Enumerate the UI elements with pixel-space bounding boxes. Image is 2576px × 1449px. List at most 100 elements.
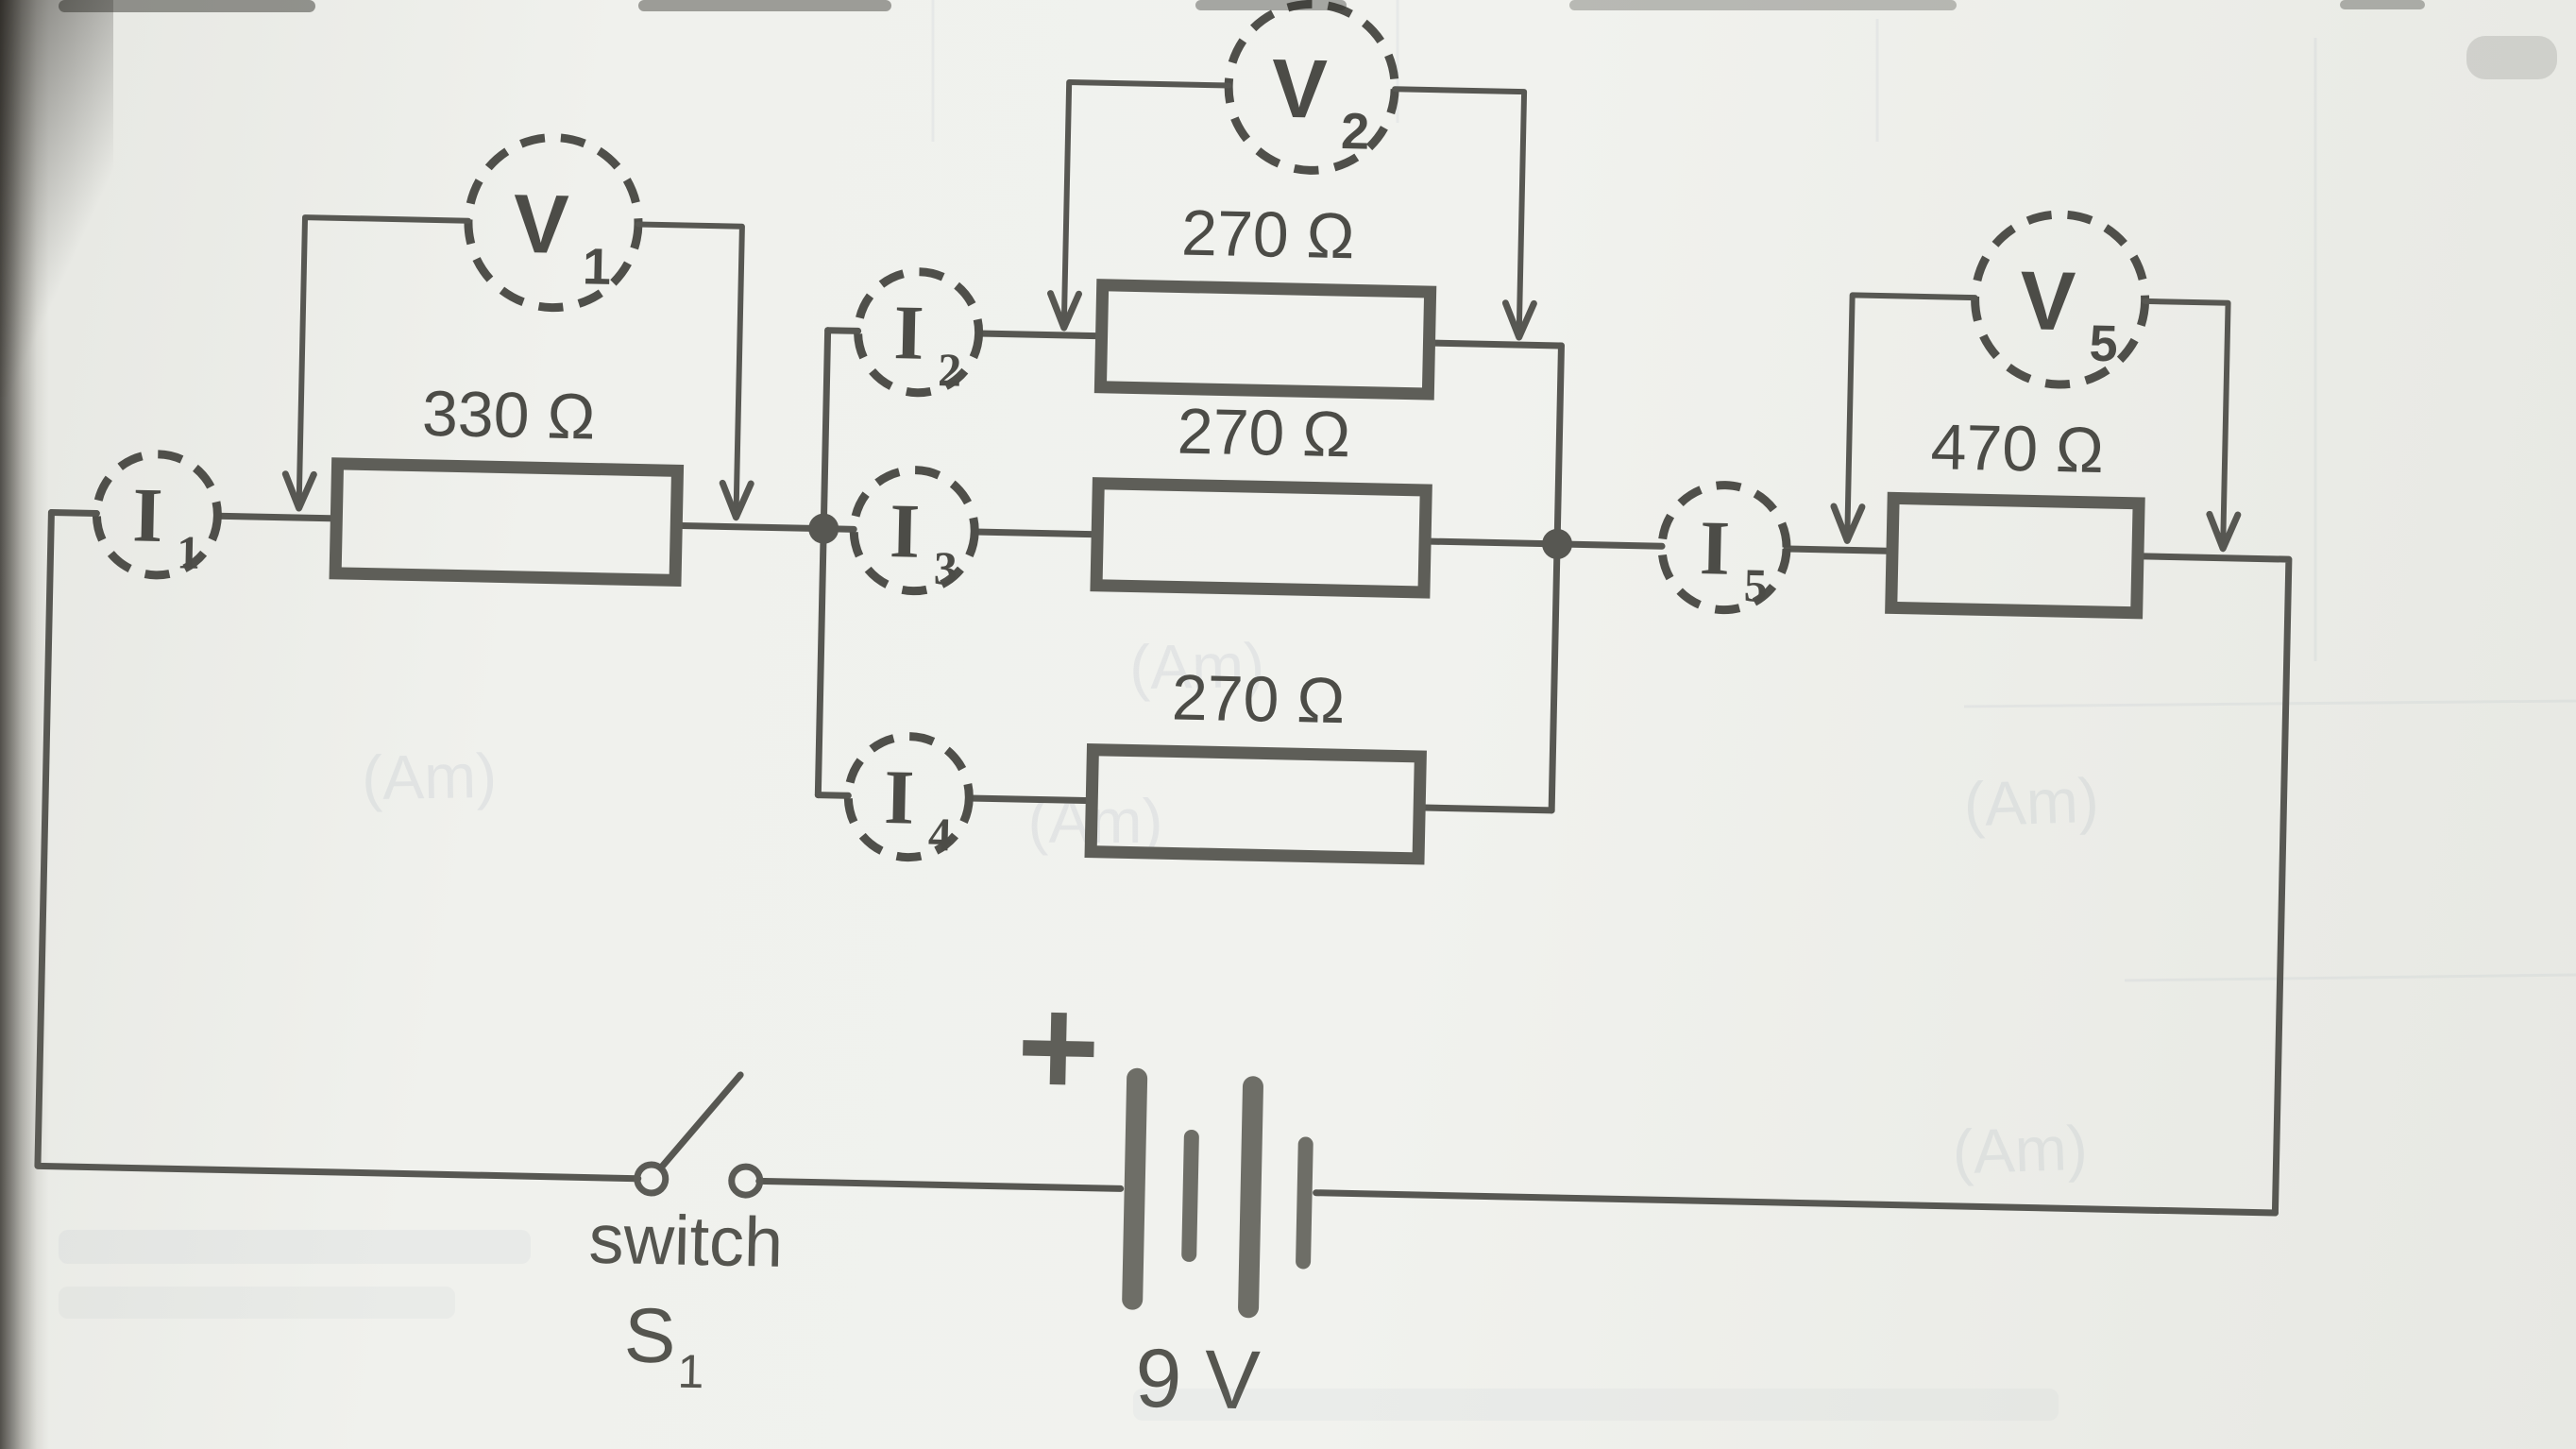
switch-contact-right (728, 1163, 764, 1199)
switch-id-sub: 1 (677, 1345, 704, 1399)
wire-switch-to-battery (755, 1177, 1125, 1192)
ammeter-i2: I 2 (854, 267, 984, 398)
ammeter-i4: I 4 (843, 732, 974, 862)
voltmeter-v5-sub: 5 (2089, 315, 2118, 373)
wire-i5-to-r5 (1783, 545, 1896, 554)
switch-s1: switch S 1 (588, 1071, 784, 1399)
voltmeter-v2-left-lead (1060, 78, 1232, 321)
resistor-r5-label: 470 Ω (1930, 411, 2105, 486)
junction-dot-node-b (1542, 528, 1573, 559)
arrow-down-icon (2206, 510, 2242, 553)
voltmeter-v1: V 1 (281, 133, 754, 521)
resistor-r1: 330 Ω (329, 378, 685, 588)
resistor-r2: 270 Ω (1093, 197, 1437, 401)
resistor-r4: 270 Ω (1084, 661, 1427, 865)
switch-contact-left (634, 1161, 669, 1197)
ammeter-i3: I 3 (849, 466, 979, 596)
voltmeter-v1-letter: V (513, 177, 570, 271)
wire-r2-to-right-bus (1425, 339, 1565, 349)
battery-plate-long (1238, 1076, 1263, 1319)
voltmeter-v1-sub: 1 (582, 238, 611, 296)
voltmeter-v2-right-lead (1392, 86, 1528, 332)
arrow-down-icon (1501, 299, 1537, 341)
voltmeter-v1-right-lead (635, 221, 745, 511)
resistor-r4-label: 270 Ω (1171, 661, 1346, 737)
voltmeter-v5-right-lead (2142, 298, 2231, 542)
top-right-ghost-smudge (2466, 36, 2557, 79)
ammeter-i3-sub: 3 (933, 541, 958, 595)
ammeter-i4-letter: I (883, 754, 915, 841)
bleed-through-text-block (59, 1230, 531, 1264)
wire-i1-to-r1 (213, 512, 340, 522)
battery-plate-long (1122, 1067, 1148, 1310)
top-edge-print-smudge (1195, 0, 1347, 10)
wire-r4-to-right-bus (1415, 804, 1555, 814)
ghost-text: (Am) (361, 741, 497, 812)
wire-r3-to-node-b (1421, 537, 1561, 548)
voltmeter-v5: V 5 (1830, 210, 2242, 553)
ammeter-i1: I 1 (92, 450, 222, 580)
bleed-through-text-block (59, 1287, 455, 1319)
ammeter-i5-sub: 5 (1743, 558, 1768, 612)
resistor-r2-box (1093, 279, 1437, 401)
ammeter-i2-sub: 2 (938, 343, 962, 397)
ammeter-i3-letter: I (889, 487, 921, 574)
switch-label: switch (588, 1200, 784, 1282)
resistor-r3: 270 Ω (1090, 395, 1432, 599)
wire-node-a-to-i2 (824, 327, 862, 334)
wire-i2-to-r2 (975, 330, 1106, 340)
arrow-down-icon (1047, 290, 1082, 332)
resistor-r3-box (1090, 477, 1432, 599)
battery-plate-short (1181, 1129, 1199, 1262)
wire-parallel-right-bus (1548, 342, 1565, 814)
arrow-down-icon (1830, 503, 1866, 544)
battery-plate-short (1296, 1136, 1313, 1270)
switch-id-letter: S (623, 1292, 677, 1379)
ammeter-i5-letter: I (1699, 504, 1731, 591)
voltmeter-v5-letter: V (2019, 253, 2076, 348)
ammeter-i4-sub: 4 (927, 808, 952, 861)
wire-to-ammeter-i1 (47, 509, 100, 518)
wire-node-a-to-i4 (814, 792, 852, 799)
resistor-r1-box (329, 457, 685, 588)
wire-battery-to-right-bus (1313, 1189, 2279, 1217)
wire-i4-to-r4 (965, 794, 1095, 805)
voltmeter-v2-letter: V (1271, 42, 1329, 136)
voltmeter-v2: V 2 (1047, 0, 1537, 341)
arrow-down-icon (281, 470, 317, 512)
voltmeter-v2-sub: 2 (1341, 103, 1370, 161)
top-edge-print-smudge (59, 0, 315, 12)
wire-r5-to-right-bus (2134, 553, 2293, 1217)
battery-plus-symbol: + (1015, 966, 1101, 1127)
ammeter-i1-letter: I (131, 471, 163, 558)
junction-dot-node-a (808, 513, 839, 544)
wire-parallel-left-bus (814, 327, 832, 799)
ammeter-i2-letter: I (893, 289, 925, 376)
bleed-through-gridlines (931, 0, 2576, 982)
arrow-down-icon (719, 479, 754, 521)
wire-r1-to-node-a (672, 521, 827, 533)
battery-voltage-label: 9 V (1134, 1331, 1261, 1427)
top-edge-print-smudge (638, 0, 891, 11)
resistor-r4-box (1084, 743, 1427, 865)
wire-i3-to-r3 (971, 528, 1101, 538)
resistor-r3-label: 270 Ω (1177, 395, 1351, 470)
voltmeter-v1-left-lead (296, 214, 471, 503)
ghost-text: (Am) (1128, 630, 1264, 702)
bleed-through-text-block (1133, 1389, 2059, 1421)
resistor-r1-label: 330 Ω (421, 378, 596, 453)
switch-lever (657, 1071, 744, 1171)
wire-node-b-to-i5 (1568, 540, 1666, 550)
ghost-text: (Am) (1962, 765, 2099, 840)
resistor-r5: 470 Ω (1885, 411, 2145, 620)
battery-9v: + 9 V (1015, 966, 1313, 1427)
resistor-r5-box (1885, 491, 2145, 620)
top-edge-print-smudge (2340, 0, 2425, 9)
ammeter-i5: I 5 (1657, 481, 1791, 615)
ammeter-i1-sub: 1 (176, 525, 200, 579)
top-edge-print-smudge (1569, 0, 1957, 10)
wire-left-bus (34, 509, 642, 1183)
ghost-text: (Am) (1951, 1113, 2088, 1187)
